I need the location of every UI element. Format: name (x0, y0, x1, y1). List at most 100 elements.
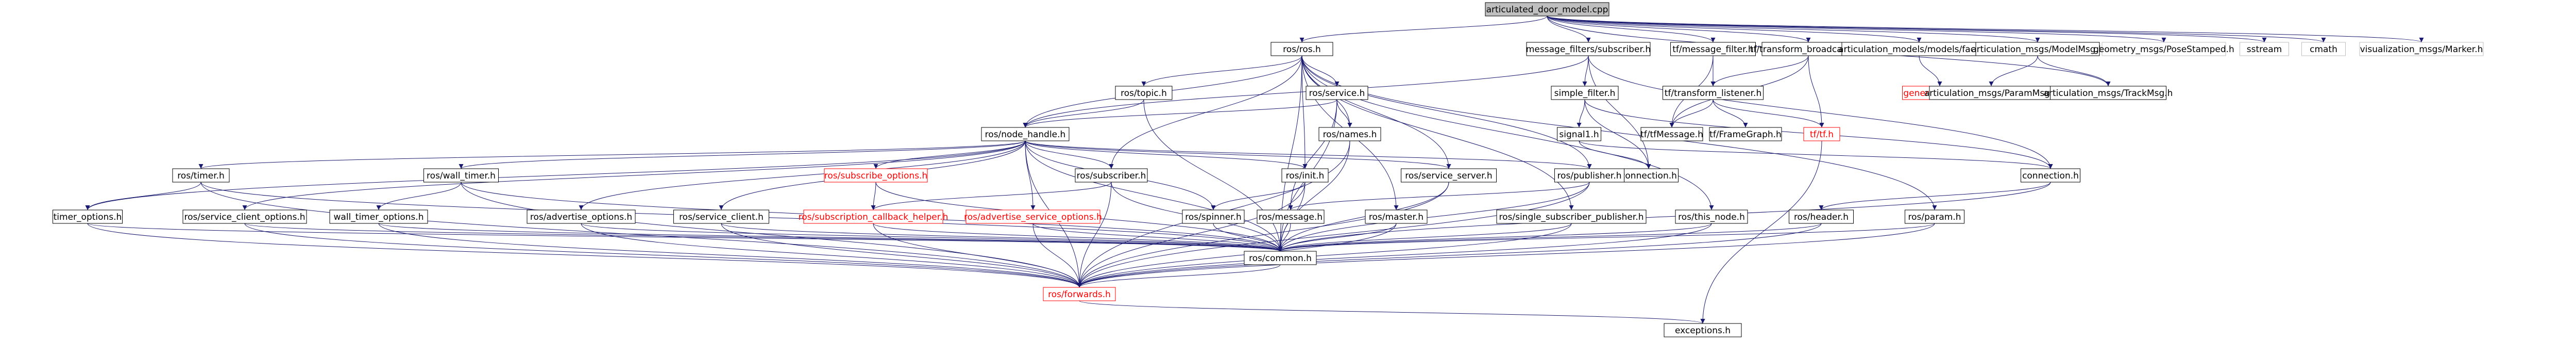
node-box-vis_marker (2359, 42, 2484, 56)
node-ros_wall_timer[interactable]: ros/wall_timer.h (423, 168, 499, 183)
node-tfFrameGraph[interactable]: tf/FrameGraph.h (1709, 127, 1782, 141)
node-label-ros_spinner: ros/spinner.h (1185, 212, 1242, 222)
node-ros_adv_svc_opts[interactable]: ros/advertise_service_options.h (964, 209, 1102, 224)
node-simple_filter[interactable]: simple_filter.h (1551, 86, 1619, 100)
node-label-ros_scl_opts: ros/service_client_options.h (184, 212, 306, 222)
node-timer_options[interactable]: timer_options.h (53, 209, 123, 224)
edge-ros_forwards-to-exceptions (1079, 300, 1705, 324)
edge-ros_service-to-ros_names (1336, 99, 1352, 128)
node-box-ros_sub_cb (803, 209, 943, 224)
node-label-signal1: signal1.h (1559, 129, 1599, 140)
node-box-ros_common (1244, 251, 1317, 265)
node-tf_mf[interactable]: tf/message_filter.h (1670, 42, 1756, 56)
node-label-mf_sub: message_filters/subscriber.h (1526, 44, 1651, 55)
node-connection_mf[interactable]: connection.h (1619, 168, 1679, 183)
edge-tf_tl-to-tfMessage (1669, 99, 1714, 128)
edge-ros_adv_opts-to-ros_forwards (581, 223, 1082, 288)
edge-ros_ros-to-ros_init (1301, 55, 1308, 169)
edge-ros_service-to-ros_nh (1023, 99, 1337, 128)
node-am_param[interactable]: articulation_msgs/ParamMsg.h (1924, 86, 2058, 100)
node-box-mf_sub (1526, 42, 1651, 56)
node-tfMessage[interactable]: tf/tfMessage.h (1640, 127, 1703, 141)
edge-signal1-to-connection_mf (1579, 140, 1651, 169)
node-ros_spinner[interactable]: ros/spinner.h (1182, 209, 1245, 224)
node-box-ros_ros (1270, 42, 1333, 56)
node-ros_param[interactable]: ros/param.h (1905, 209, 1964, 224)
node-ros_scl_opts[interactable]: ros/service_client_options.h (182, 209, 307, 224)
node-box-ros_init (1281, 168, 1329, 183)
node-exceptions[interactable]: exceptions.h (1664, 323, 1742, 337)
node-label-am_track: articulation_msgs/TrackMsg.h (2044, 88, 2173, 99)
node-ros_this_node[interactable]: ros/this_node.h (1675, 209, 1748, 224)
node-am_track[interactable]: articulation_msgs/TrackMsg.h (2044, 86, 2173, 100)
edge-tf_tb-to-tf_tl (1710, 55, 1809, 87)
node-label-cmath: cmath (2310, 44, 2337, 55)
edge-tf_tf-to-exceptions (1700, 140, 1822, 324)
node-root: articulated_door_model.cpp (1485, 2, 1609, 17)
node-tf_tf[interactable]: tf/tf.h (1803, 127, 1840, 141)
node-ros_subscriber[interactable]: ros/subscriber.h (1075, 168, 1148, 183)
edge-ros_nh-to-ros_timer (199, 140, 1026, 169)
node-ros_service_client[interactable]: ros/service_client.h (673, 209, 769, 224)
edge-ros_topic-to-ros_common (1143, 99, 1283, 252)
edge-root-to-cmath (1547, 15, 2326, 43)
node-cmath: cmath (2301, 42, 2346, 56)
edge-ros_nh-to-timer_options (85, 140, 1026, 211)
node-box-connection (2021, 168, 2080, 183)
node-ros_names[interactable]: ros/names.h (1318, 127, 1381, 141)
edge-root-to-tf_tb (1547, 15, 1811, 43)
node-box-exceptions (1664, 323, 1742, 337)
node-ros_sub_cb[interactable]: ros/subscription_callback_helper.h (799, 209, 948, 224)
node-box-root (1485, 2, 1609, 17)
edge-ros_ros-to-ros_service (1301, 55, 1340, 87)
node-mf_sub[interactable]: message_filters/subscriber.h (1526, 42, 1651, 56)
node-label-ros_init: ros/init.h (1286, 171, 1325, 181)
node-label-ros_subscriber: ros/subscriber.h (1077, 171, 1146, 181)
node-ros_init[interactable]: ros/init.h (1281, 168, 1329, 183)
node-label-ros_adv_svc_opts: ros/advertise_service_options.h (964, 212, 1102, 222)
edge-ros_wall_timer-to-ros_forwards (461, 182, 1082, 288)
node-ros_forwards[interactable]: ros/forwards.h (1043, 287, 1116, 301)
node-label-simple_filter: simple_filter.h (1554, 88, 1616, 99)
node-ros_ros[interactable]: ros/ros.h (1270, 42, 1333, 56)
node-ros_ssp[interactable]: ros/single_subscriber_publisher.h (1496, 209, 1647, 224)
edge-timer_options-to-ros_common (87, 223, 1282, 252)
node-box-signal1 (1557, 127, 1601, 141)
node-label-tf_mf: tf/message_filter.h (1672, 44, 1753, 55)
node-label-tfFrameGraph: tf/FrameGraph.h (1709, 129, 1782, 140)
node-ros_topic[interactable]: ros/topic.h (1115, 86, 1173, 100)
node-ros_sub_opts[interactable]: ros/subscribe_options.h (824, 168, 928, 183)
node-ros_service_server[interactable]: ros/service_server.h (1401, 168, 1497, 183)
node-box-ros_param (1905, 209, 1964, 224)
edge-ros_nh-to-ros_wall_timer (459, 140, 1026, 169)
edge-ros_scl_opts-to-ros_forwards (244, 223, 1082, 288)
node-label-tf_tf: tf/tf.h (1810, 129, 1834, 140)
node-label-ros_common: ros/common.h (1249, 253, 1312, 264)
node-connection[interactable]: connection.h (2021, 168, 2080, 183)
edge-ros_common-to-ros_forwards (1077, 264, 1281, 288)
node-ros_timer[interactable]: ros/timer.h (172, 168, 230, 183)
node-label-ros_ssp: ros/single_subscriber_publisher.h (1499, 212, 1643, 222)
node-am_factory[interactable]: articulation_models/models/factory.h (1838, 42, 2000, 56)
node-label-ros_master: ros/master.h (1369, 212, 1423, 222)
edge-ros_service_server-to-ros_forwards (1077, 182, 1449, 288)
node-ros_message[interactable]: ros/message.h (1257, 209, 1325, 224)
node-ros_publisher[interactable]: ros/publisher.h (1554, 168, 1624, 183)
node-tf_tl[interactable]: tf/transform_listener.h (1663, 86, 1764, 100)
node-ros_master[interactable]: ros/master.h (1365, 209, 1428, 224)
node-ros_common[interactable]: ros/common.h (1244, 251, 1317, 265)
node-am_model[interactable]: articulation_msgs/ModelMsg.h (1971, 42, 2104, 56)
node-ros_service[interactable]: ros/service.h (1306, 86, 1368, 100)
node-signal1[interactable]: signal1.h (1557, 127, 1601, 141)
edge-ros_subscriber-to-ros_forwards (1077, 182, 1112, 288)
node-box-ros_subscriber (1075, 168, 1148, 183)
edge-ros_ros-to-ros_param (1301, 55, 1937, 211)
node-ros_adv_opts[interactable]: ros/advertise_options.h (527, 209, 636, 224)
node-box-tfMessage (1640, 127, 1703, 141)
node-wall_timer_opts[interactable]: wall_timer_options.h (329, 209, 428, 224)
node-ros_nh[interactable]: ros/node_handle.h (981, 127, 1070, 141)
node-ros_header[interactable]: ros/header.h (1789, 209, 1854, 224)
edge-ros_ros-to-ros_this_node (1301, 55, 1714, 211)
edge-tf_tl-to-tfFrameGraph (1713, 99, 1748, 128)
